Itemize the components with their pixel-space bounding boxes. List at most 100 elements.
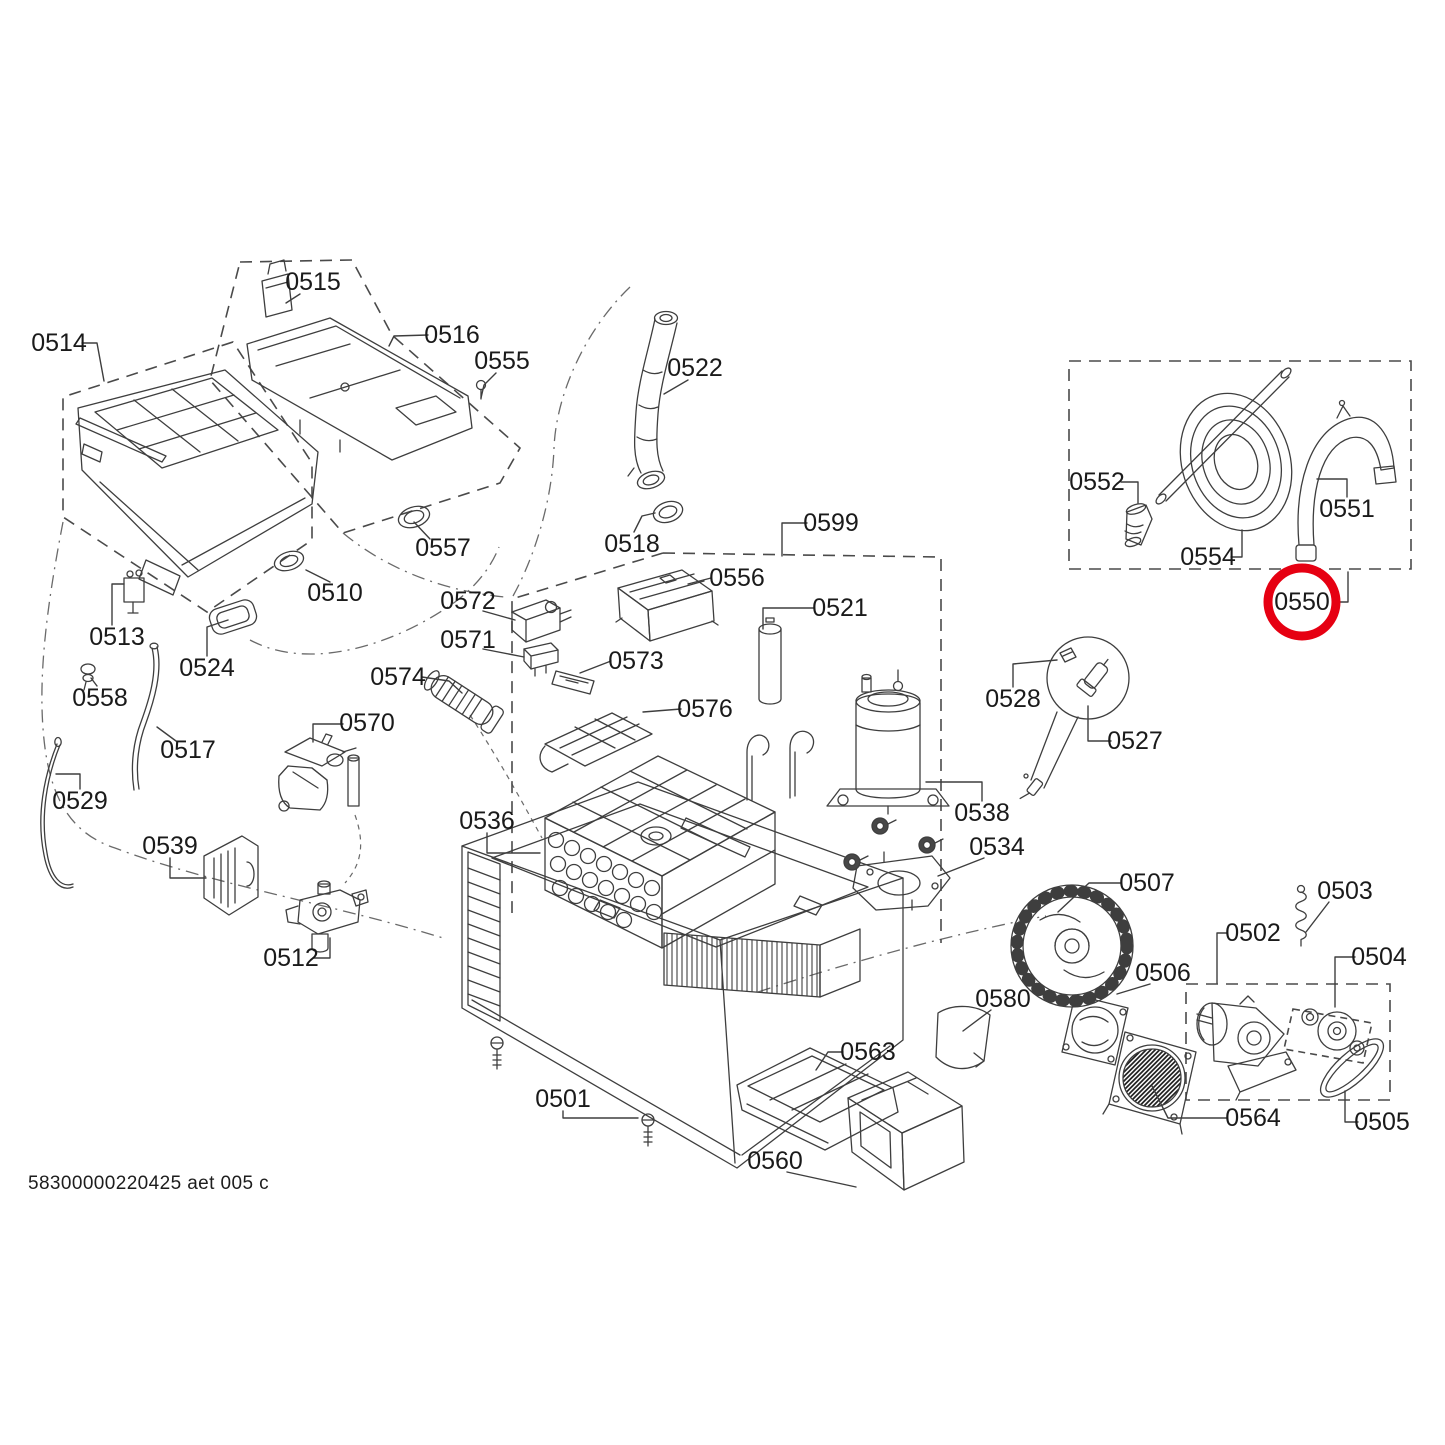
leader-0560	[786, 1171, 857, 1188]
part-0516-drawing	[246, 317, 473, 461]
part-label-0557[interactable]: 0557	[415, 534, 471, 562]
part-label-0503[interactable]: 0503	[1317, 877, 1373, 905]
part-label-0514[interactable]: 0514	[31, 329, 87, 357]
leader-0521	[762, 607, 815, 630]
part-0539-drawing	[203, 835, 259, 916]
part-0536-drawing	[544, 730, 815, 949]
leader-0524	[206, 619, 229, 657]
part-0501-drawing	[461, 781, 904, 1169]
part-label-0550[interactable]: 0550	[1274, 588, 1330, 616]
part-0522-drawing	[627, 310, 679, 490]
part-label-0556[interactable]: 0556	[709, 564, 765, 592]
leader-0574	[421, 676, 463, 694]
leader-0557	[413, 521, 431, 540]
part-0570-drawing	[278, 733, 360, 812]
part-label-0507[interactable]: 0507	[1119, 869, 1175, 897]
part-label-0529[interactable]: 0529	[52, 787, 108, 815]
part-0564-drawing	[1102, 1031, 1197, 1135]
group-box-0550	[1068, 360, 1412, 570]
highlight-ring-0550[interactable]	[1263, 563, 1341, 641]
part-label-0563[interactable]: 0563	[840, 1038, 896, 1066]
part-label-0555[interactable]: 0555	[474, 347, 530, 375]
part-0501-screw-a	[490, 1036, 504, 1070]
part-label-0510[interactable]: 0510	[307, 579, 363, 607]
part-0558-drawing	[80, 663, 96, 691]
construction-dashed-curves	[344, 714, 543, 884]
part-label-0552[interactable]: 0552	[1069, 468, 1125, 496]
part-0501-screw-b	[641, 1113, 655, 1147]
rubber-feet	[843, 817, 944, 871]
leader-0502	[1216, 932, 1228, 984]
part-0513-drawing	[123, 569, 145, 614]
leader-0505	[1344, 1090, 1359, 1123]
part-label-0573[interactable]: 0573	[608, 647, 664, 675]
part-label-0515[interactable]: 0515	[285, 268, 341, 296]
leader-0552	[1120, 481, 1139, 504]
part-label-0539[interactable]: 0539	[142, 832, 198, 860]
part-label-0501[interactable]: 0501	[535, 1085, 591, 1113]
leader-0536	[486, 832, 541, 854]
part-0510-drawing	[273, 550, 305, 572]
part-label-0506[interactable]: 0506	[1135, 959, 1191, 987]
part-label-0572[interactable]: 0572	[440, 587, 496, 615]
part-label-0524[interactable]: 0524	[179, 654, 235, 682]
part-label-0551[interactable]: 0551	[1319, 495, 1375, 523]
part-0504-drawing	[1301, 1008, 1365, 1056]
part-label-0554[interactable]: 0554	[1180, 543, 1236, 571]
part-label-0570[interactable]: 0570	[339, 709, 395, 737]
part-0521-drawing	[758, 617, 782, 705]
part-label-0580[interactable]: 0580	[975, 985, 1031, 1013]
part-label-0536[interactable]: 0536	[459, 807, 515, 835]
part-0554-drawing	[1155, 367, 1293, 532]
highlight-ring-layer	[1263, 563, 1341, 641]
part-label-0513[interactable]: 0513	[89, 623, 145, 651]
part-label-0504[interactable]: 0504	[1351, 943, 1407, 971]
part-label-0528[interactable]: 0528	[985, 685, 1041, 713]
leader-0539	[169, 857, 207, 879]
leader-0573	[579, 660, 612, 674]
group-box-0516	[209, 259, 522, 534]
part-label-0574[interactable]: 0574	[370, 663, 426, 691]
part-label-0560[interactable]: 0560	[747, 1147, 803, 1175]
part-label-0521[interactable]: 0521	[812, 594, 868, 622]
part-0572-drawing	[511, 599, 572, 643]
leader-0564	[1151, 1085, 1228, 1119]
part-label-0599[interactable]: 0599	[803, 509, 859, 537]
leader-0528	[1012, 659, 1058, 688]
group-boxes	[62, 259, 1412, 1101]
part-label-0538[interactable]: 0538	[954, 799, 1010, 827]
leader-0529	[55, 773, 81, 790]
part-label-0522[interactable]: 0522	[667, 354, 723, 382]
part-label-0517[interactable]: 0517	[160, 736, 216, 764]
construction-lines	[41, 286, 1047, 993]
leader-0512	[312, 937, 331, 959]
part-label-0516[interactable]: 0516	[424, 321, 480, 349]
part-label-0502[interactable]: 0502	[1225, 919, 1281, 947]
leader-0556	[687, 577, 712, 585]
part-0580-drawing	[935, 1005, 991, 1070]
part-label-0534[interactable]: 0534	[969, 833, 1025, 861]
leader-0527	[1087, 705, 1112, 742]
leader-0517	[156, 726, 177, 742]
part-0505-drawing	[1319, 1038, 1385, 1098]
part-0514-drawing	[75, 369, 319, 596]
part-label-0505[interactable]: 0505	[1354, 1108, 1410, 1136]
leader-0504	[1334, 956, 1356, 1008]
part-0576-drawing	[539, 712, 653, 773]
part-label-0564[interactable]: 0564	[1225, 1104, 1281, 1132]
leader-0576	[642, 708, 682, 713]
part-label-0571[interactable]: 0571	[440, 626, 496, 654]
leader-0554	[1230, 529, 1243, 558]
leader-0558	[90, 677, 98, 687]
part-0557-drawing	[397, 505, 431, 529]
leader-0599	[781, 522, 808, 557]
part-label-0518[interactable]: 0518	[604, 530, 660, 558]
leader-0506	[1116, 983, 1151, 995]
part-label-0527[interactable]: 0527	[1107, 727, 1163, 755]
part-label-0576[interactable]: 0576	[677, 695, 733, 723]
part-label-0558[interactable]: 0558	[72, 684, 128, 712]
part-label-0512[interactable]: 0512	[263, 944, 319, 972]
document-number: 58300000220425 aet 005 c	[28, 1173, 269, 1194]
